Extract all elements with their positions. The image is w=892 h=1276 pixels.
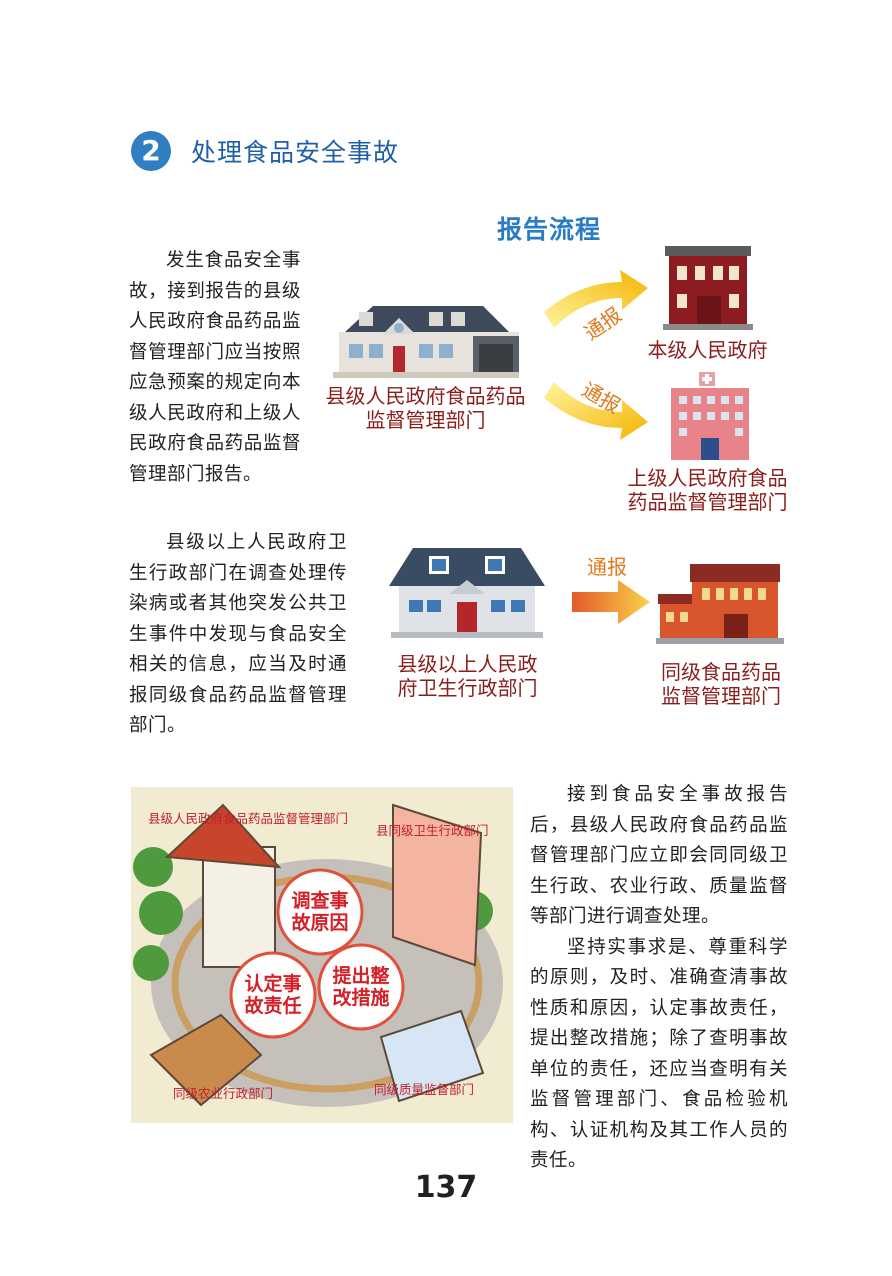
food-drug-agency-building-illustration: [656, 564, 784, 644]
section-title: 处理食品安全事故: [191, 138, 400, 167]
circle-propose-rectification: 提出整 改措施: [332, 965, 390, 1009]
upper-agency-building-illustration: [671, 372, 749, 460]
illustration-label-health-dept: 县同级卫生行政部门: [376, 823, 489, 838]
arrow-down-right-icon: [544, 382, 648, 440]
county-agency-house-illustration: [333, 306, 519, 378]
paragraph-3-4: 接到食品安全事故报告后，县级人民政府食品药品监督管理部门应立即会同同级卫生行政、…: [530, 784, 788, 1171]
paragraph-1: 发生食品安全事故，接到报告的县级人民政府食品药品监督管理部门应当按照应急预案的规…: [129, 250, 301, 485]
illustration-label-quality-dept: 同级质量监督部门: [374, 1082, 475, 1097]
section-number-badge: 2: [131, 131, 171, 171]
flow1-source-label: 县级人民政府食品药品 监督管理部门: [325, 384, 526, 432]
paragraph-2: 县级以上人民政府卫生行政部门在调查处理传染病或者其他突发公共卫生事件中发现与食品…: [129, 532, 347, 736]
flow1-target2-label: 上级人民政府食品 药品监督管理部门: [627, 466, 788, 514]
local-government-building-illustration: [663, 246, 753, 330]
flow-title: 报告流程: [497, 215, 602, 244]
page-number: 137: [414, 1170, 478, 1205]
illustration-label-agriculture-dept: 同级农业行政部门: [173, 1086, 274, 1101]
arrow-right-icon: [572, 580, 650, 624]
circle-investigate-cause: 调查事 故原因: [291, 890, 349, 934]
arrow-up-right-icon: [544, 270, 648, 328]
flow2-target-label: 同级食品药品 监督管理部门: [661, 660, 781, 708]
flow1-target1-label: 本级人民政府: [647, 338, 768, 362]
circle-determine-responsibility: 认定事 故责任: [244, 973, 302, 1017]
investigation-scene-graphic: [133, 803, 503, 1107]
flow2-arrow-label: 通报: [587, 555, 627, 579]
flow2-source-label: 县级以上人民政 府卫生行政部门: [397, 652, 538, 700]
health-department-house-illustration: [389, 548, 545, 638]
investigation-illustration: 县级人民政府食品药品监督管理部门 县同级卫生行政部门 同级农业行政部门 同级质量…: [131, 787, 513, 1123]
illustration-label-county-agency: 县级人民政府食品药品监督管理部门: [148, 811, 349, 826]
